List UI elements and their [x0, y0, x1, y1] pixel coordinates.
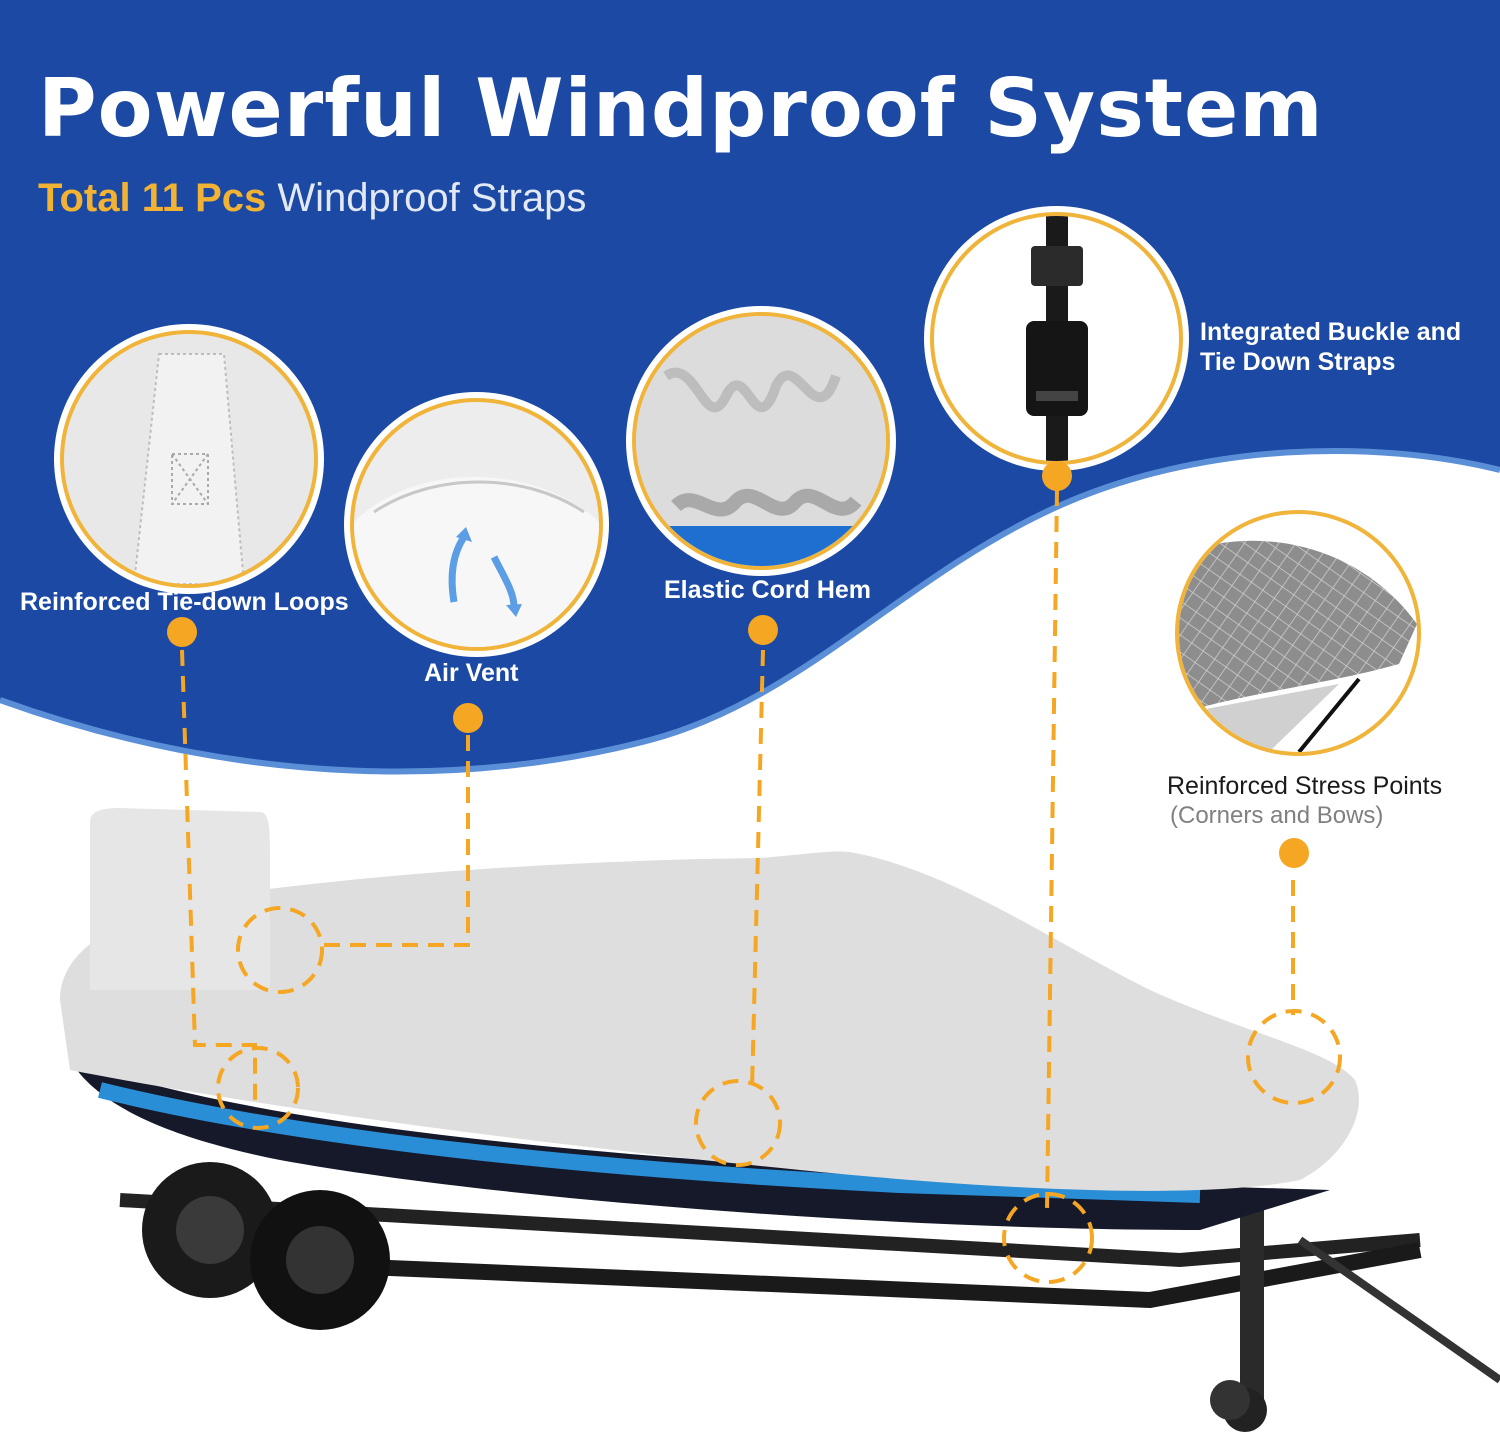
- subtitle: Total 11 Pcs Windproof Straps: [38, 176, 586, 221]
- stress-points-closeup: [1175, 510, 1421, 756]
- marker-air-vent: [453, 703, 483, 733]
- marker-tie-down-loops: [167, 617, 197, 647]
- marker-buckle: [1042, 461, 1072, 491]
- strap-count: Total 11 Pcs: [38, 176, 267, 220]
- tie-down-loop-icon: [132, 353, 246, 584]
- label-stress-points: Reinforced Stress Points: [1167, 772, 1443, 800]
- label-buckle-line2: Tie Down Straps: [1200, 348, 1396, 376]
- label-tie-down-loops: Reinforced Tie-down Loops: [20, 588, 349, 616]
- subtitle-text: Windproof Straps: [277, 176, 587, 220]
- elastic-hem-icon: [636, 316, 886, 566]
- tie-down-loop-closeup: [60, 330, 318, 588]
- air-vent-closeup: [350, 398, 603, 651]
- page-title: Powerful Windproof System: [38, 62, 1324, 155]
- marker-elastic-cord-hem: [748, 615, 778, 645]
- label-elastic-cord-hem: Elastic Cord Hem: [664, 576, 872, 604]
- label-air-vent: Air Vent: [424, 659, 519, 687]
- marker-stress-points: [1279, 838, 1309, 868]
- label-buckle-line1: Integrated Buckle and: [1200, 318, 1462, 346]
- buckle-icon: [1026, 216, 1088, 461]
- stress-point-icon: [1179, 540, 1417, 752]
- buckle-strap-closeup: [930, 212, 1183, 465]
- elastic-cord-hem-closeup: [632, 312, 890, 570]
- air-vent-icon: [354, 477, 599, 647]
- label-stress-points-sub: (Corners and Bows): [1170, 802, 1384, 829]
